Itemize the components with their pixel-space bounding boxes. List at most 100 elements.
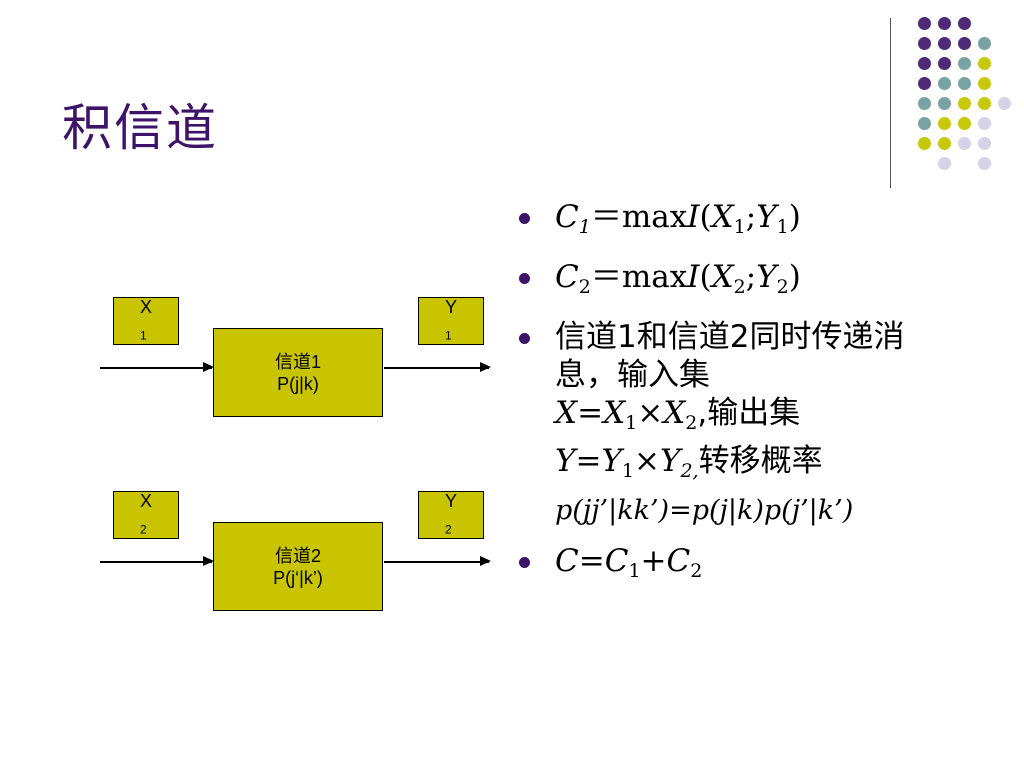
c2-subscript: 2 — [578, 276, 591, 298]
transition-prob-label: 转移概率 — [698, 443, 823, 479]
channel1-output-arrow — [384, 363, 491, 371]
title-divider-line — [890, 18, 891, 188]
decorative-dot — [938, 77, 951, 90]
c2-paren-open: ( — [699, 259, 712, 295]
total-plus: + — [640, 543, 667, 579]
input-x2-subscript: 2 — [139, 522, 147, 537]
decorative-dot — [978, 77, 991, 90]
input-set-x2: X — [663, 395, 686, 431]
input-x1-subscript: 1 — [139, 328, 147, 343]
input-x1-label: X — [139, 296, 152, 317]
channel1-box: 信道1 P(j|k) — [213, 328, 383, 417]
channel1-probability: P(j|k) — [277, 373, 319, 394]
decorative-dot — [978, 37, 991, 50]
c1-y: Y — [756, 199, 777, 235]
decorative-dot — [938, 117, 951, 130]
decorative-dot — [978, 157, 991, 170]
c1-symbol: C — [555, 199, 579, 235]
c1-paren-close: ) — [788, 199, 801, 235]
total-c2-subscript: 2 — [690, 560, 703, 582]
output-set-times: × — [634, 443, 660, 479]
decorative-dot — [958, 57, 971, 70]
c1-x-subscript: 1 — [733, 216, 746, 238]
decorative-dot — [938, 157, 951, 170]
slide-title: 积信道 — [62, 99, 218, 157]
c1-semicolon: ; — [745, 199, 757, 235]
transition-prob-formula: p(jj’|kk’)=p(j|k)p(j’|k’) — [555, 495, 854, 526]
decorative-dot — [958, 97, 971, 110]
bullet-total-capacity: C=C1+C2 — [515, 542, 955, 590]
output-set-y2: Y — [660, 443, 681, 479]
c2-symbol: C — [555, 259, 579, 295]
description-text: 信道1和信道2同时传递消息，输入集 — [555, 319, 905, 393]
channel2-output-arrow — [384, 557, 491, 565]
total-c1-subscript: 1 — [628, 560, 641, 582]
c2-x-subscript: 2 — [733, 276, 746, 298]
channel2-box: 信道2 P(j‘|k’) — [213, 522, 383, 611]
decorative-dot — [978, 57, 991, 70]
c1-y-subscript: 1 — [776, 216, 789, 238]
input-set-x2-subscript: 2 — [685, 412, 698, 434]
output-y2-subscript: 2 — [444, 522, 452, 537]
total-c2: C — [666, 543, 691, 579]
decorative-dot — [978, 117, 991, 130]
decorative-dot — [918, 97, 931, 110]
c1-subscript: 1 — [578, 216, 591, 238]
decorative-dot — [978, 137, 991, 150]
channel2-probability: P(j‘|k’) — [273, 567, 323, 588]
decorative-dot-grid — [890, 0, 1024, 180]
decorative-dot — [938, 137, 951, 150]
decorative-dot — [918, 17, 931, 30]
c2-semicolon: ; — [745, 259, 757, 295]
decorative-dot — [938, 57, 951, 70]
output-set-y: Y — [555, 443, 576, 479]
c1-equals-max: ＝max — [590, 199, 688, 235]
total-c: C — [555, 543, 579, 579]
output-set-y2-subscript: 2, — [680, 460, 699, 482]
channel1-name: 信道1 — [274, 351, 321, 372]
input-x2-label: X — [139, 490, 152, 511]
c2-paren-close: ) — [788, 259, 801, 295]
decorative-dot — [958, 37, 971, 50]
decorative-dot — [938, 17, 951, 30]
c1-x: X — [711, 199, 734, 235]
total-equals: = — [578, 543, 605, 579]
decorative-dot — [958, 17, 971, 30]
output-set-y1: Y — [601, 443, 622, 479]
decorative-dot — [958, 117, 971, 130]
total-c1: C — [604, 543, 629, 579]
channel2-name: 信道2 — [274, 545, 321, 566]
bullet-capacity-c1: C1＝maxI(X1;Y1) — [515, 198, 955, 246]
decorative-dot — [958, 137, 971, 150]
decorative-dot — [958, 77, 971, 90]
c1-mutual-info: I — [687, 199, 700, 235]
output-set-y1-subscript: 1 — [621, 460, 635, 482]
input-set-x1: X — [603, 395, 626, 431]
bullet-capacity-c2: C2＝maxI(X2;Y2) — [515, 258, 955, 306]
output-set-label: ,输出集 — [697, 395, 801, 431]
c2-x: X — [711, 259, 734, 295]
decorative-dot — [938, 97, 951, 110]
output-y2-label: Y — [444, 490, 457, 511]
decorative-dot — [998, 97, 1011, 110]
channel2-input-arrow — [100, 557, 214, 565]
decorative-dot — [978, 97, 991, 110]
decorative-dot — [918, 37, 931, 50]
c2-mutual-info: I — [687, 259, 700, 295]
input-set-equals: = — [577, 395, 604, 431]
c1-paren-open: ( — [699, 199, 712, 235]
c2-y-subscript: 2 — [776, 276, 789, 298]
output-y1-subscript: 1 — [444, 328, 452, 343]
input-set-times: × — [637, 395, 664, 431]
decorative-dot — [918, 77, 931, 90]
input-set-x: X — [555, 395, 578, 431]
bullet-list: C1＝maxI(X1;Y1) C2＝maxI(X2;Y2) 信道1和信道2同时传… — [515, 198, 955, 602]
channel1-input-arrow — [100, 363, 214, 371]
decorative-dot — [938, 37, 951, 50]
c2-y: Y — [756, 259, 777, 295]
